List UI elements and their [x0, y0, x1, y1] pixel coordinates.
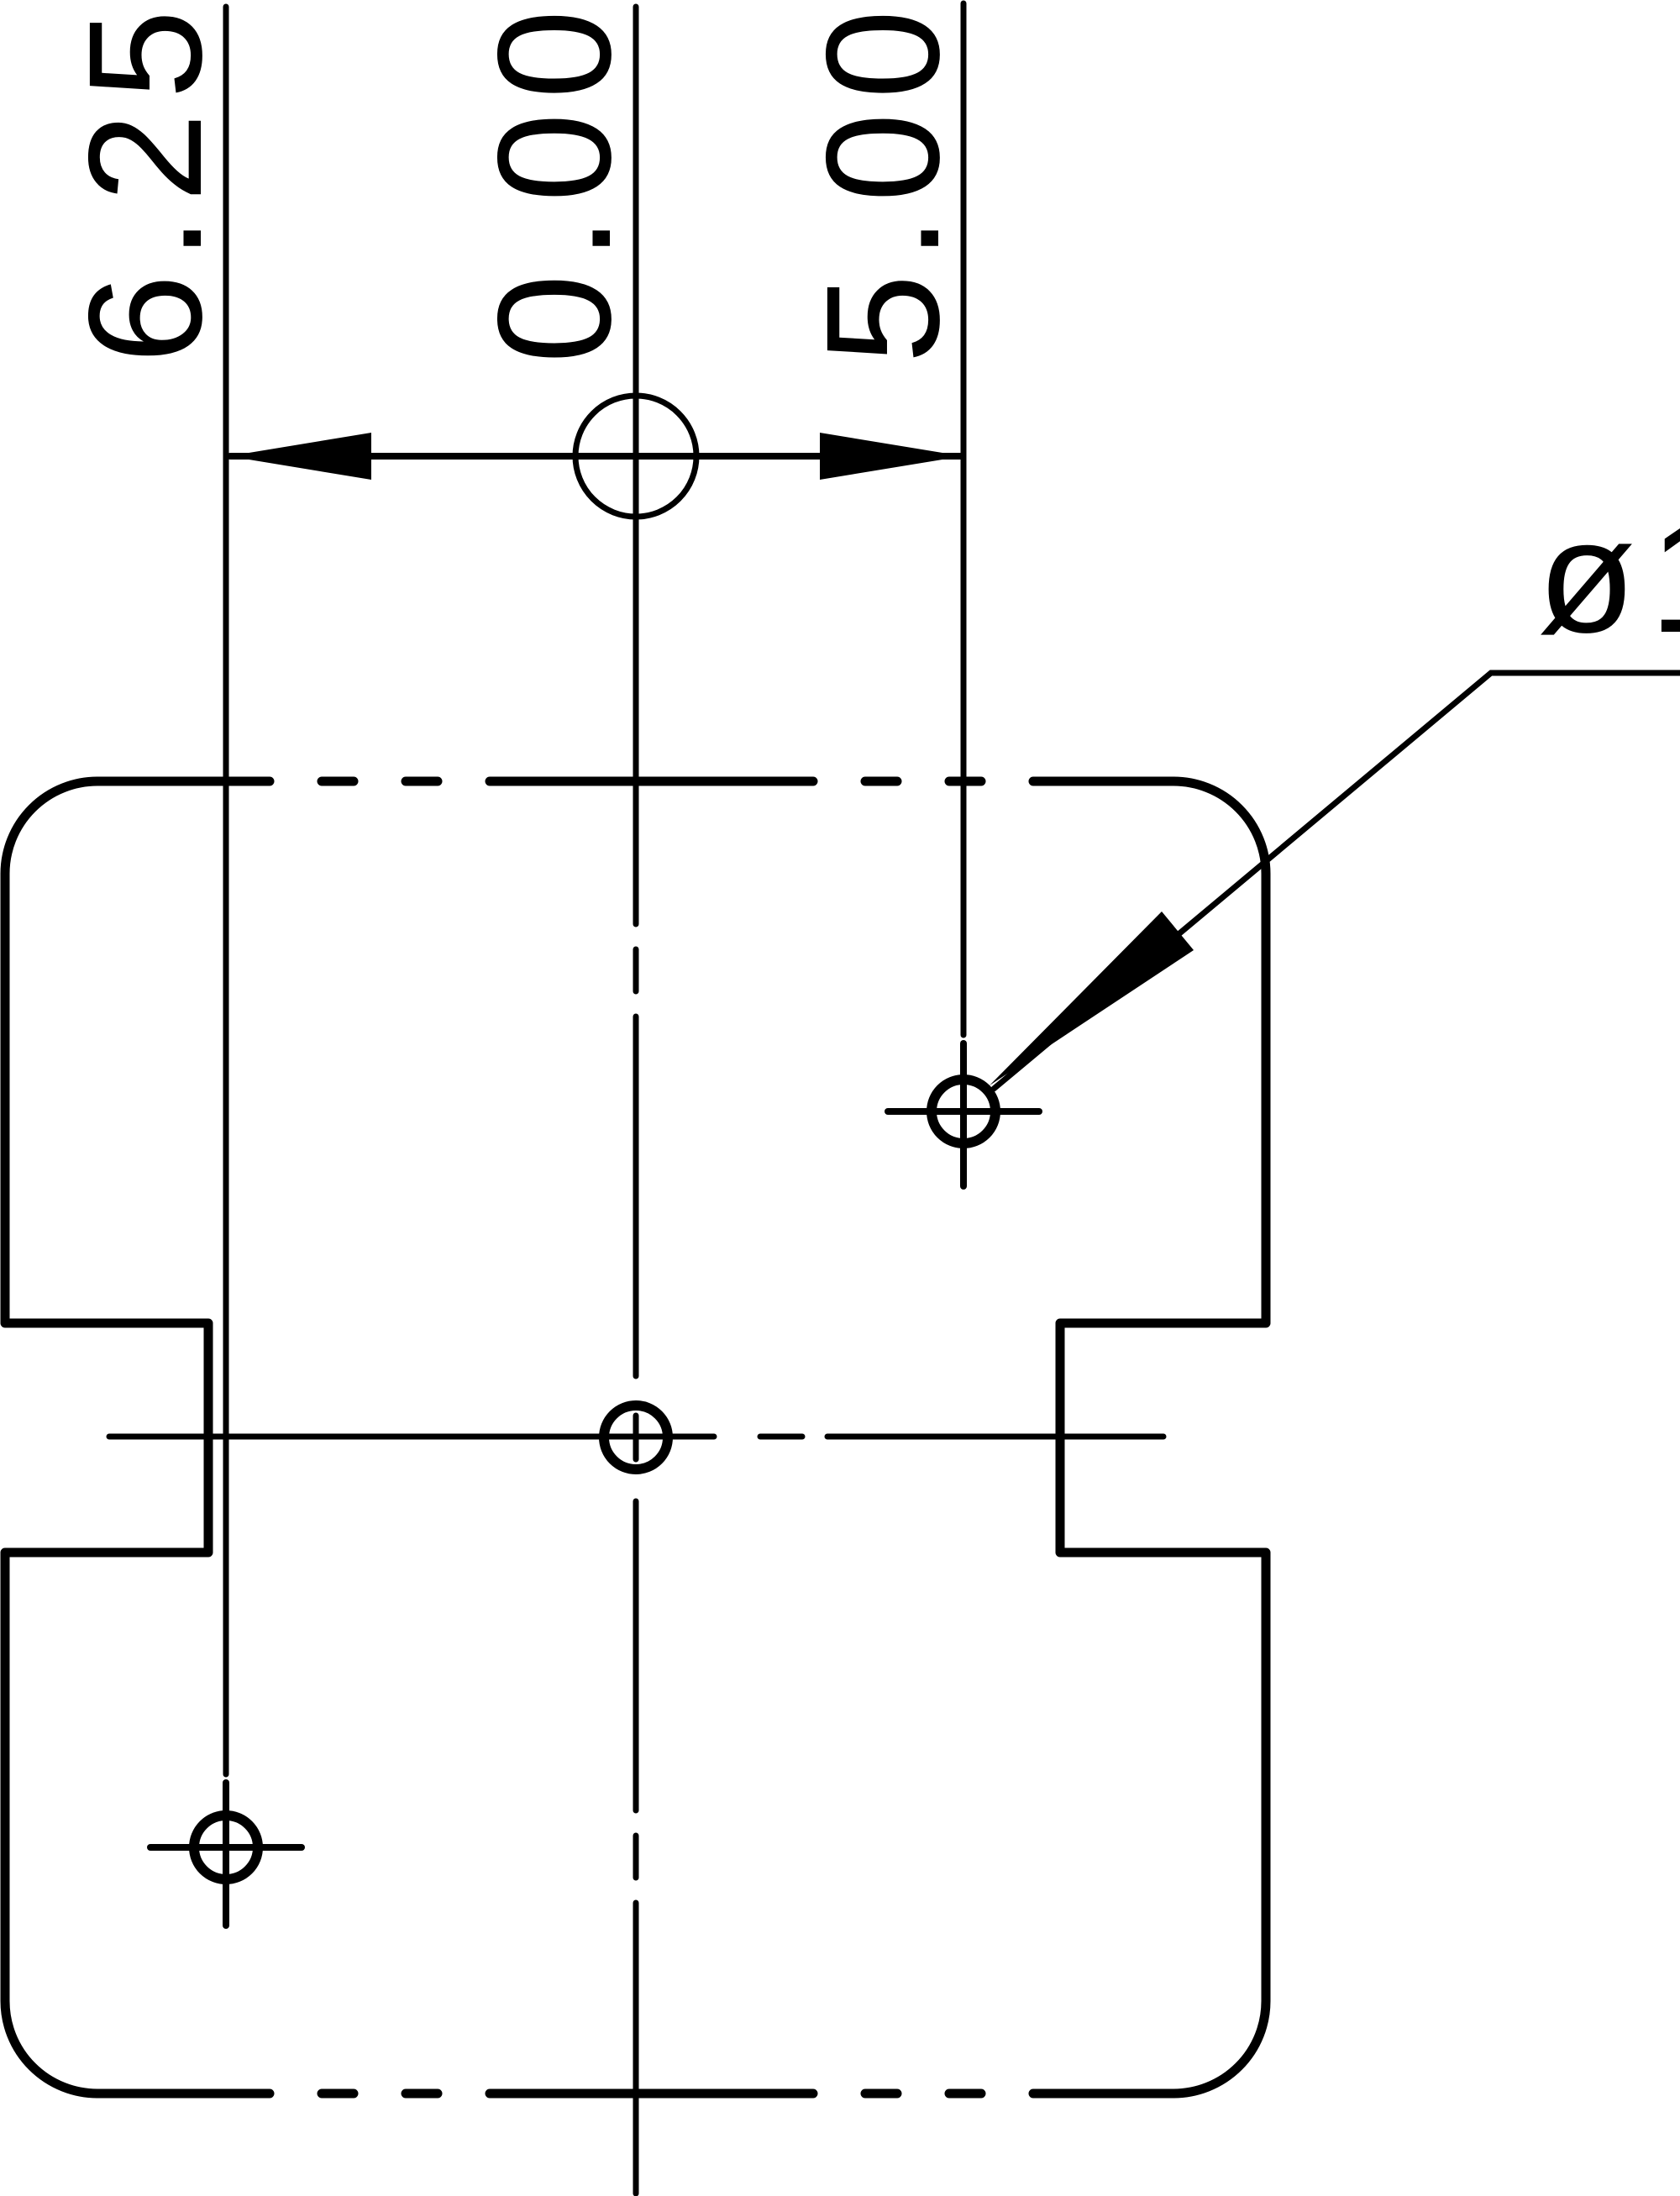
hole-diameter-label: ø1 [1537, 486, 1680, 666]
hole-center [599, 1400, 673, 1474]
origin-circle-symbol [572, 392, 700, 520]
leader-line [990, 670, 1680, 1092]
leader-arrowhead [990, 911, 1194, 1085]
dimension-arrow-right [820, 433, 963, 480]
ordinate-label-5-00: 5.00 [792, 0, 973, 364]
dimension-arrow-left [228, 433, 371, 480]
ordinate-label-6-25: 6.25 [55, 0, 235, 364]
ordinate-label-0-00: 0.00 [464, 0, 644, 364]
